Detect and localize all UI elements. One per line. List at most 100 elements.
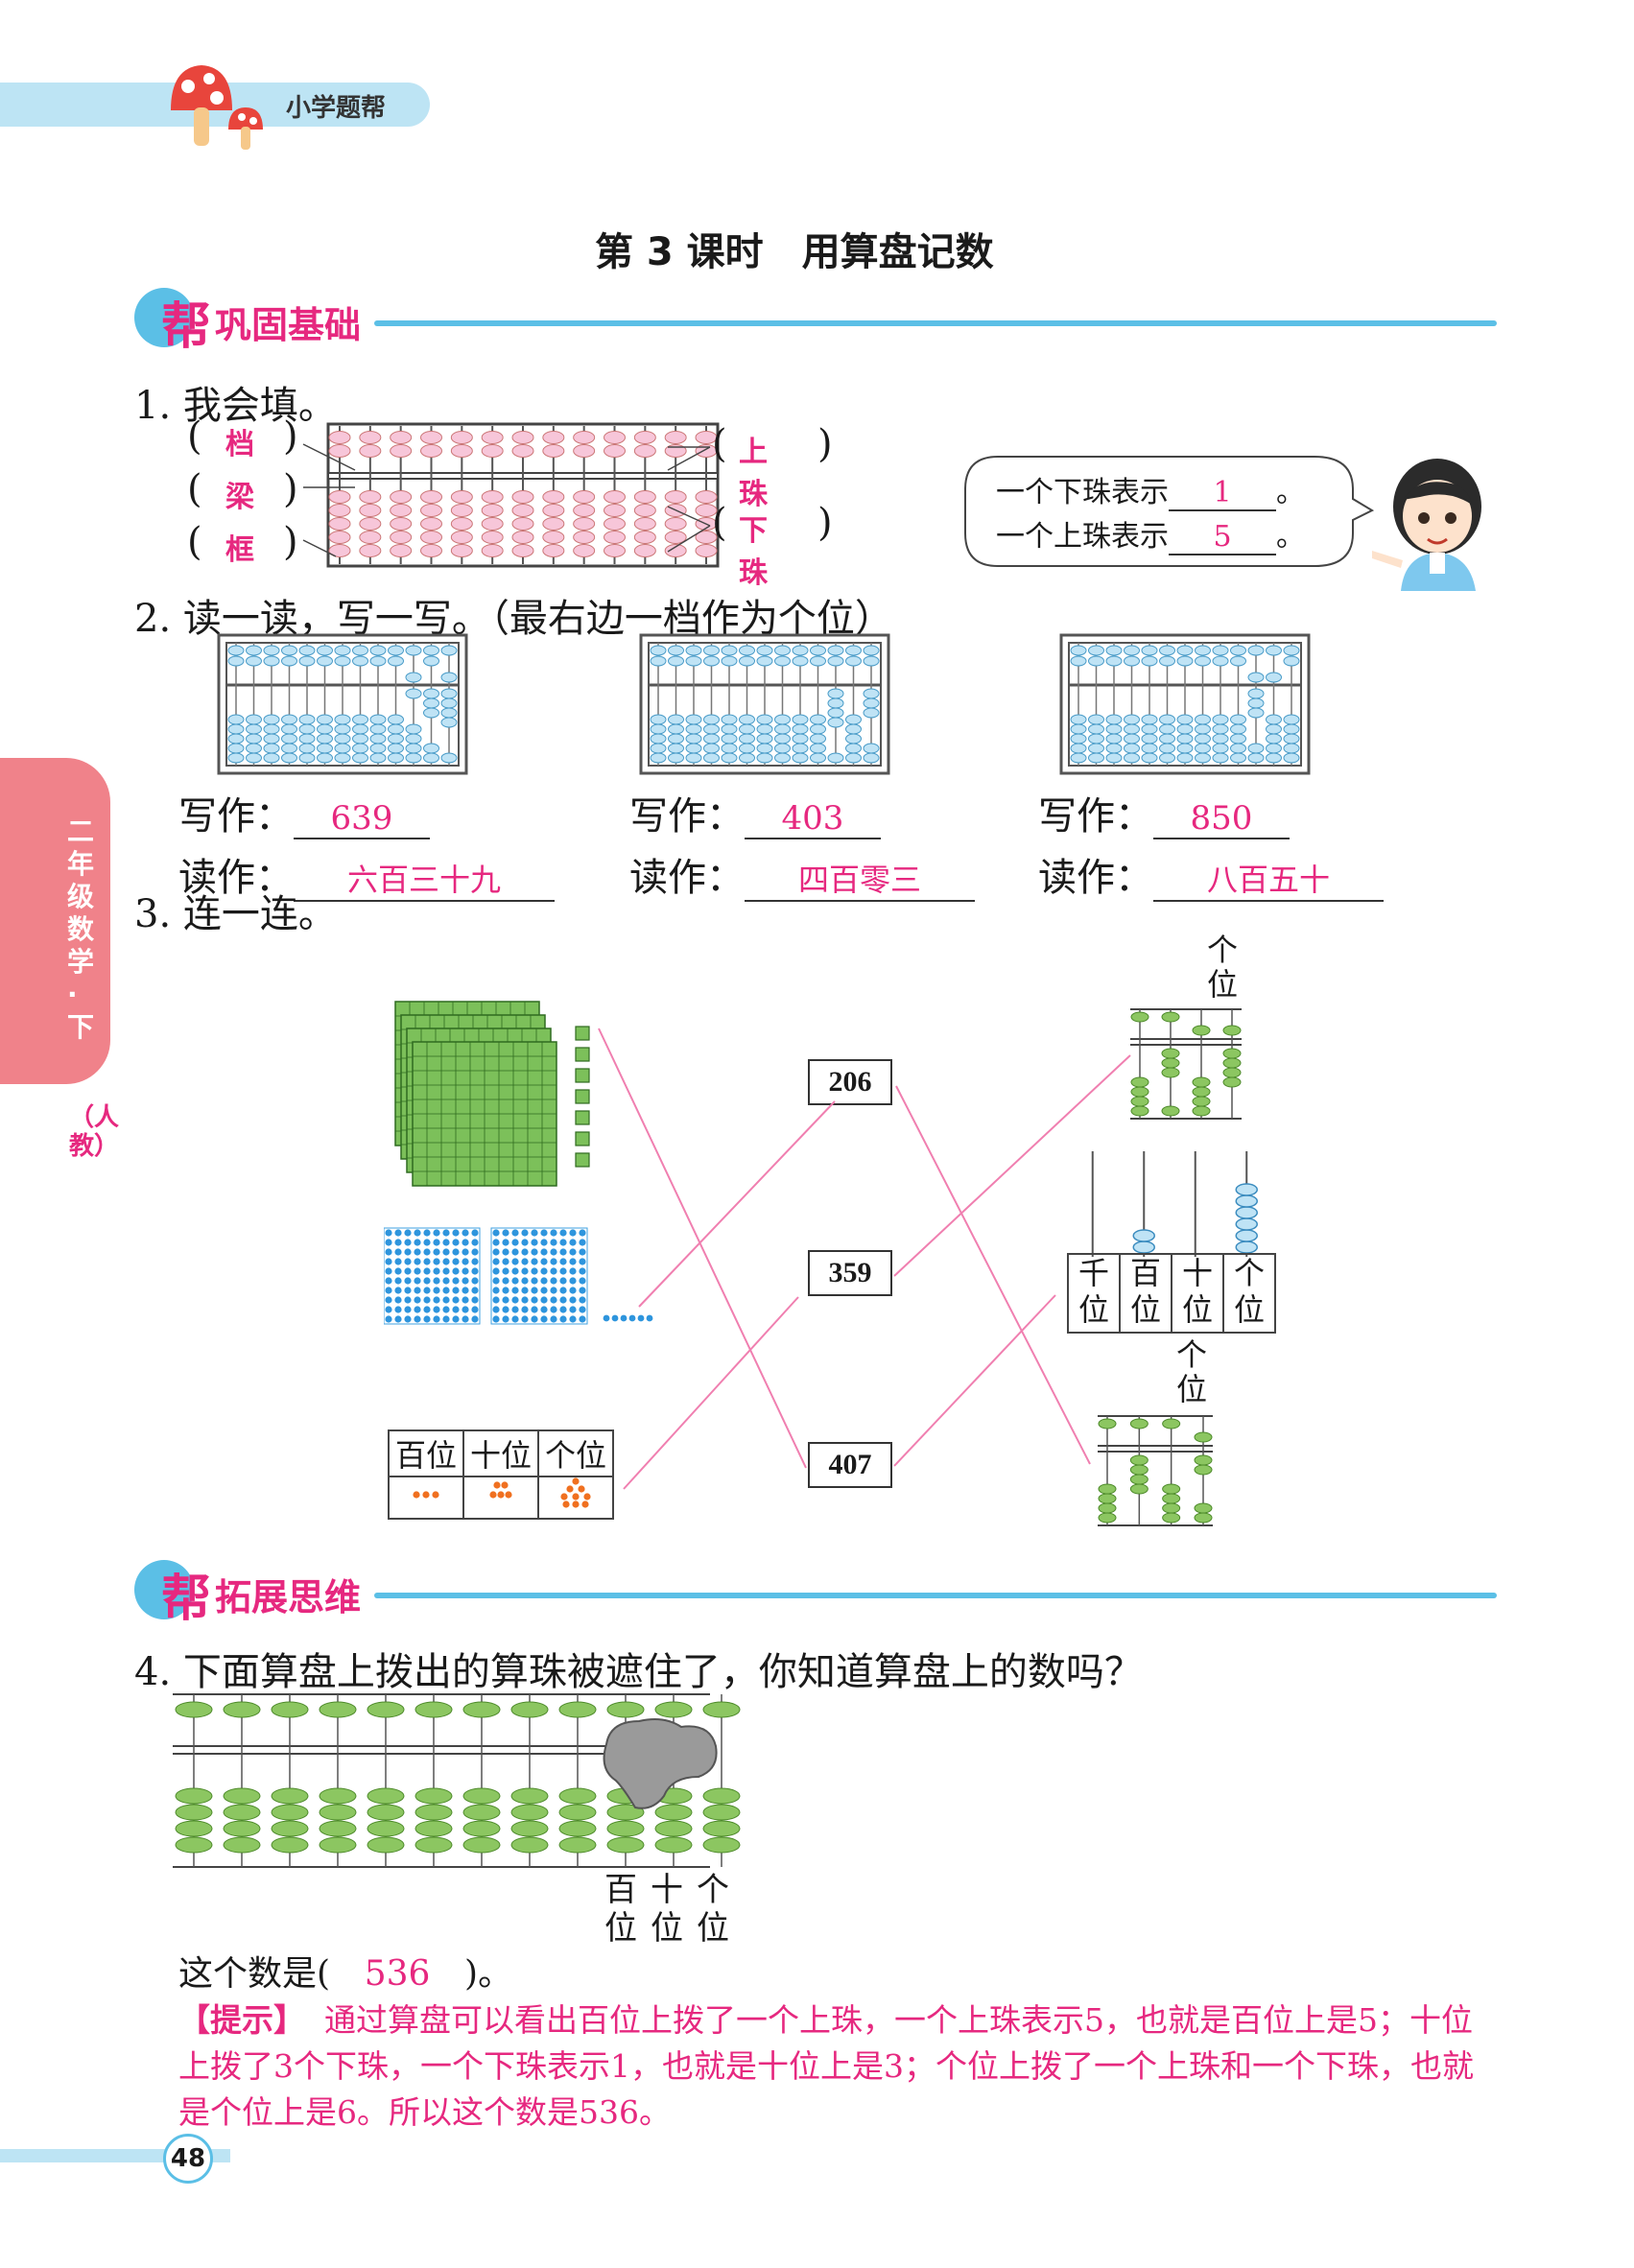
q4-answer-prefix: 这个数是(: [178, 1954, 331, 1994]
lower-bead: [298, 743, 316, 754]
lower-bead: [1141, 743, 1158, 754]
lower-bead: [281, 723, 297, 735]
lower-bead: [703, 733, 720, 744]
dot: [462, 1277, 469, 1285]
upper-bead: [774, 655, 791, 667]
upper-bead: [695, 431, 718, 444]
q4-label-tens: 十位: [651, 1871, 683, 1948]
dot: [433, 1296, 440, 1304]
lower-bead: [462, 1836, 501, 1854]
lower-bead: [1222, 1057, 1242, 1069]
upper-bead: [827, 645, 844, 656]
upper-bead: [685, 645, 702, 656]
number-box-359[interactable]: 359: [808, 1250, 892, 1296]
dot: [559, 1315, 567, 1323]
lower-bead: [774, 714, 791, 725]
lower-bead: [328, 490, 351, 504]
chart-label-tens: 十位: [1172, 1255, 1224, 1332]
dot: [385, 1267, 392, 1275]
dot: [511, 1258, 519, 1265]
lower-bead: [774, 723, 791, 735]
lower-bead: [440, 697, 458, 709]
lower-bead: [633, 504, 656, 517]
lower-bead: [423, 688, 439, 699]
lower-bead: [664, 517, 687, 531]
upper-bead: [810, 655, 826, 667]
side-tab-grade: 二年级数学·下: [67, 815, 95, 1043]
q1-pointer-lines: [302, 443, 711, 557]
abacus-unit-label-2: 个位: [1176, 1336, 1208, 1407]
lower-bead: [420, 517, 442, 531]
upper-bead: [1247, 645, 1265, 656]
lower-bead: [1230, 743, 1246, 754]
number-box-407[interactable]: 407: [808, 1442, 892, 1488]
dot: [540, 1306, 548, 1313]
upper-bead: [1129, 1418, 1149, 1429]
dot: [432, 1491, 439, 1499]
dot: [550, 1315, 557, 1323]
lower-bead: [440, 717, 458, 728]
dot: [559, 1229, 567, 1237]
unit-cube: [575, 1110, 590, 1125]
lower-bead: [334, 752, 351, 764]
lower-bead: [1088, 743, 1104, 754]
number-box-206[interactable]: 206: [808, 1059, 892, 1105]
lower-bead: [633, 544, 656, 557]
lower-bead: [246, 743, 262, 754]
read-answer-3: 八百五十: [1153, 856, 1384, 902]
lower-bead: [542, 490, 565, 504]
upper-bead: [739, 645, 755, 656]
upper-bead: [863, 645, 880, 656]
dot: [442, 1267, 450, 1275]
dot: [489, 1491, 497, 1499]
lower-bead: [388, 714, 404, 725]
lower-bead: [633, 517, 656, 531]
lower-bead: [654, 1820, 693, 1837]
lower-bead: [685, 714, 702, 725]
upper-bead: [1161, 1011, 1180, 1023]
lower-bead: [481, 490, 504, 504]
lower-bead: [845, 743, 862, 754]
dot: [550, 1296, 557, 1304]
upper-bead: [1088, 655, 1104, 667]
dot: [550, 1248, 557, 1256]
dot: [471, 1296, 479, 1304]
lower-bead: [827, 697, 844, 709]
lower-bead: [317, 743, 333, 754]
lower-bead: [685, 752, 702, 764]
upper-bead: [542, 444, 565, 458]
dot: [569, 1306, 577, 1313]
upper-bead: [633, 444, 656, 458]
upper-bead: [450, 444, 473, 458]
dot: [404, 1258, 412, 1265]
dot: [540, 1258, 548, 1265]
lower-bead: [1194, 1464, 1213, 1476]
dot: [452, 1248, 460, 1256]
upper-bead: [792, 645, 809, 656]
lower-bead: [1162, 1512, 1181, 1524]
dot: [579, 1315, 586, 1323]
lower-bead: [774, 733, 791, 744]
lower-bead: [1194, 1502, 1213, 1514]
dot: [385, 1229, 392, 1237]
lower-bead: [756, 733, 773, 744]
upper-bead: [827, 655, 844, 667]
lower-bead: [1283, 733, 1300, 744]
lower-bead: [1176, 714, 1194, 725]
upper-bead: [511, 444, 534, 458]
dot: [521, 1258, 529, 1265]
upper-bead: [281, 645, 297, 656]
lower-bead: [1159, 714, 1175, 725]
lower-bead: [359, 517, 382, 531]
lower-bead: [1266, 743, 1282, 754]
lower-bead: [633, 490, 656, 504]
upper-bead: [263, 645, 280, 656]
dot: [394, 1315, 402, 1323]
q2-abacus-403: [639, 633, 890, 775]
lower-bead: [1105, 714, 1123, 725]
section-divider: [374, 320, 1497, 326]
match-line-359-abacus: [893, 1054, 1131, 1277]
dot: [492, 1287, 500, 1294]
lower-bead: [664, 544, 687, 557]
q1-abacus: [326, 422, 720, 568]
